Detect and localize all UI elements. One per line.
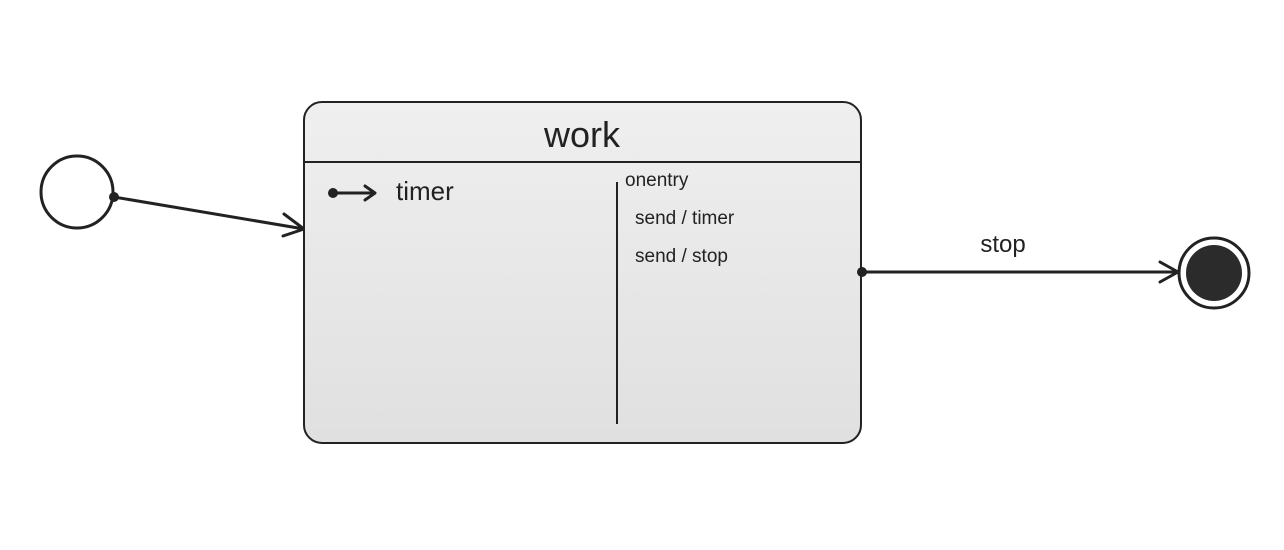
transition-initial-to-work[interactable] bbox=[109, 192, 306, 238]
final-state[interactable] bbox=[1177, 236, 1251, 310]
transition-event-label: stop bbox=[980, 231, 1025, 258]
child-state-timer-label[interactable]: timer bbox=[396, 176, 454, 206]
final-state-inner-dot bbox=[1186, 245, 1242, 301]
initial-state-circle bbox=[39, 154, 115, 230]
onentry-label: onentry bbox=[625, 170, 689, 191]
initial-child-pointer bbox=[328, 184, 377, 202]
initial-state[interactable] bbox=[39, 154, 115, 230]
state-work-title: work bbox=[543, 114, 621, 155]
transition-source-dot bbox=[857, 267, 867, 277]
transition-work-to-final[interactable]: stop bbox=[857, 231, 1180, 284]
onentry-action-2: send / stop bbox=[635, 246, 728, 267]
transition-line bbox=[113, 195, 305, 231]
state-work[interactable]: work timer onentry send / timer send / s… bbox=[303, 101, 862, 444]
transition-source-dot bbox=[109, 192, 119, 202]
onentry-action-1: send / timer bbox=[635, 208, 735, 229]
initial-child-arrowhead bbox=[363, 184, 377, 202]
